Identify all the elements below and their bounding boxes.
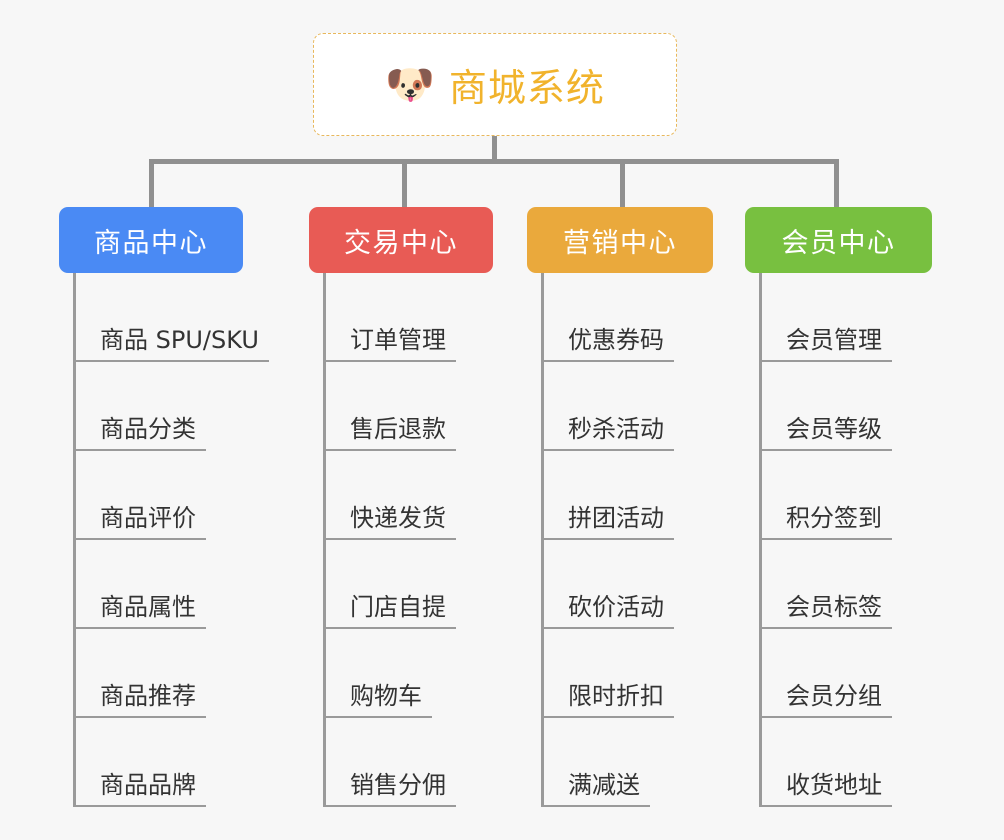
column-product-center: 商品中心商品 SPU/SKU 商品分类商品评价商品属性商品推荐商品品牌 <box>59 207 269 807</box>
leaf-item[interactable]: 商品评价 <box>59 451 243 540</box>
leaf-item[interactable]: 拼团活动 <box>527 451 713 540</box>
leaf-item-label: 满减送 <box>568 771 640 799</box>
leaf-item-underline <box>541 538 674 540</box>
leaf-item[interactable]: 会员分组 <box>745 629 932 718</box>
leaf-item-underline <box>759 538 892 540</box>
connector-root-stem <box>492 136 497 164</box>
leaf-item-underline <box>541 805 650 807</box>
column-trade-center: 交易中心订单管理售后退款快递发货门店自提购物车销售分佣 <box>309 207 493 807</box>
leaf-item[interactable]: 门店自提 <box>309 540 493 629</box>
column-member-center: 会员中心会员管理会员等级积分签到会员标签会员分组收货地址 <box>745 207 932 807</box>
leaf-item-label: 拼团活动 <box>568 504 664 532</box>
category-header-marketing-center[interactable]: 营销中心 <box>527 207 713 273</box>
leaf-item-label: 销售分佣 <box>350 771 446 799</box>
leaf-item-label: 会员等级 <box>786 415 882 443</box>
leaf-item[interactable]: 商品推荐 <box>59 629 243 718</box>
leaf-item[interactable]: 快递发货 <box>309 451 493 540</box>
leaf-item[interactable]: 会员管理 <box>745 273 932 362</box>
leaf-item-underline <box>323 538 456 540</box>
leaf-item[interactable]: 商品 SPU/SKU <box>59 273 269 362</box>
leaf-item[interactable]: 销售分佣 <box>309 718 493 807</box>
leaf-item-label: 收货地址 <box>786 771 882 799</box>
leaf-item-underline <box>541 360 674 362</box>
leaf-item[interactable]: 会员等级 <box>745 362 932 451</box>
connector-drop-trade-center <box>402 159 407 208</box>
leaf-item[interactable]: 订单管理 <box>309 273 493 362</box>
root-node[interactable]: 🐶 商城系统 <box>313 33 677 136</box>
leaf-item-underline <box>73 716 206 718</box>
leaf-item-underline <box>323 627 456 629</box>
leaf-item-label: 售后退款 <box>350 415 446 443</box>
leaf-item-label: 会员分组 <box>786 682 882 710</box>
leaf-item-label: 订单管理 <box>350 326 446 354</box>
leaf-item-label: 购物车 <box>350 682 422 710</box>
leaf-item-underline <box>323 716 432 718</box>
leaf-item[interactable]: 收货地址 <box>745 718 932 807</box>
leaf-list-product-center: 商品 SPU/SKU 商品分类商品评价商品属性商品推荐商品品牌 <box>59 273 269 807</box>
connector-drop-marketing-center <box>620 159 625 208</box>
category-header-trade-center[interactable]: 交易中心 <box>309 207 493 273</box>
leaf-item-underline <box>73 449 206 451</box>
leaf-item-underline <box>73 627 206 629</box>
leaf-item-label: 优惠券码 <box>568 326 664 354</box>
connector-spine-member-center <box>759 273 762 807</box>
leaf-item-label: 商品评价 <box>100 504 196 532</box>
leaf-item-label: 商品推荐 <box>100 682 196 710</box>
leaf-item-underline <box>759 805 892 807</box>
leaf-item-label: 商品分类 <box>100 415 196 443</box>
leaf-item[interactable]: 限时折扣 <box>527 629 713 718</box>
leaf-item-underline <box>541 716 674 718</box>
leaf-item-label: 商品属性 <box>100 593 196 621</box>
leaf-item[interactable]: 满减送 <box>527 718 713 807</box>
category-header-member-center[interactable]: 会员中心 <box>745 207 932 273</box>
leaf-item[interactable]: 商品属性 <box>59 540 243 629</box>
leaf-item-underline <box>759 360 892 362</box>
leaf-item-label: 商品品牌 <box>100 771 196 799</box>
leaf-list-member-center: 会员管理会员等级积分签到会员标签会员分组收货地址 <box>745 273 932 807</box>
leaf-item-label: 会员标签 <box>786 593 882 621</box>
leaf-item[interactable]: 商品品牌 <box>59 718 243 807</box>
leaf-item[interactable]: 商品分类 <box>59 362 243 451</box>
leaf-item[interactable]: 优惠券码 <box>527 273 713 362</box>
leaf-item[interactable]: 购物车 <box>309 629 493 718</box>
connector-drop-member-center <box>834 159 839 208</box>
leaf-list-marketing-center: 优惠券码秒杀活动拼团活动砍价活动限时折扣满减送 <box>527 273 713 807</box>
leaf-item-underline <box>323 449 456 451</box>
leaf-item-label: 门店自提 <box>350 593 446 621</box>
leaf-item-underline <box>73 805 206 807</box>
root-title: 商城系统 <box>448 66 605 110</box>
connector-spine-trade-center <box>323 273 326 807</box>
leaf-item-underline <box>323 805 456 807</box>
leaf-item[interactable]: 砍价活动 <box>527 540 713 629</box>
leaf-item[interactable]: 会员标签 <box>745 540 932 629</box>
leaf-item-underline <box>73 538 206 540</box>
leaf-item-label: 砍价活动 <box>568 593 664 621</box>
leaf-item-underline <box>759 449 892 451</box>
leaf-item-label: 秒杀活动 <box>568 415 664 443</box>
leaf-item-underline <box>541 627 674 629</box>
leaf-item[interactable]: 秒杀活动 <box>527 362 713 451</box>
leaf-item[interactable]: 售后退款 <box>309 362 493 451</box>
connector-spine-marketing-center <box>541 273 544 807</box>
connector-horizontal-bus <box>149 159 836 164</box>
leaf-item-label: 限时折扣 <box>568 682 664 710</box>
leaf-item[interactable]: 积分签到 <box>745 451 932 540</box>
leaf-list-trade-center: 订单管理售后退款快递发货门店自提购物车销售分佣 <box>309 273 493 807</box>
leaf-item-underline <box>541 449 674 451</box>
leaf-item-label: 积分签到 <box>786 504 882 532</box>
dog-face-icon: 🐶 <box>385 61 435 108</box>
category-header-product-center[interactable]: 商品中心 <box>59 207 243 273</box>
connector-drop-product-center <box>149 159 154 208</box>
connector-spine-product-center <box>73 273 76 807</box>
leaf-item-underline <box>759 627 892 629</box>
leaf-item-label: 商品 SPU/SKU <box>100 326 259 354</box>
leaf-item-underline <box>759 716 892 718</box>
leaf-item-underline <box>73 360 269 362</box>
leaf-item-label: 快递发货 <box>350 504 446 532</box>
leaf-item-label: 会员管理 <box>786 326 882 354</box>
leaf-item-underline <box>323 360 456 362</box>
column-marketing-center: 营销中心优惠券码秒杀活动拼团活动砍价活动限时折扣满减送 <box>527 207 713 807</box>
